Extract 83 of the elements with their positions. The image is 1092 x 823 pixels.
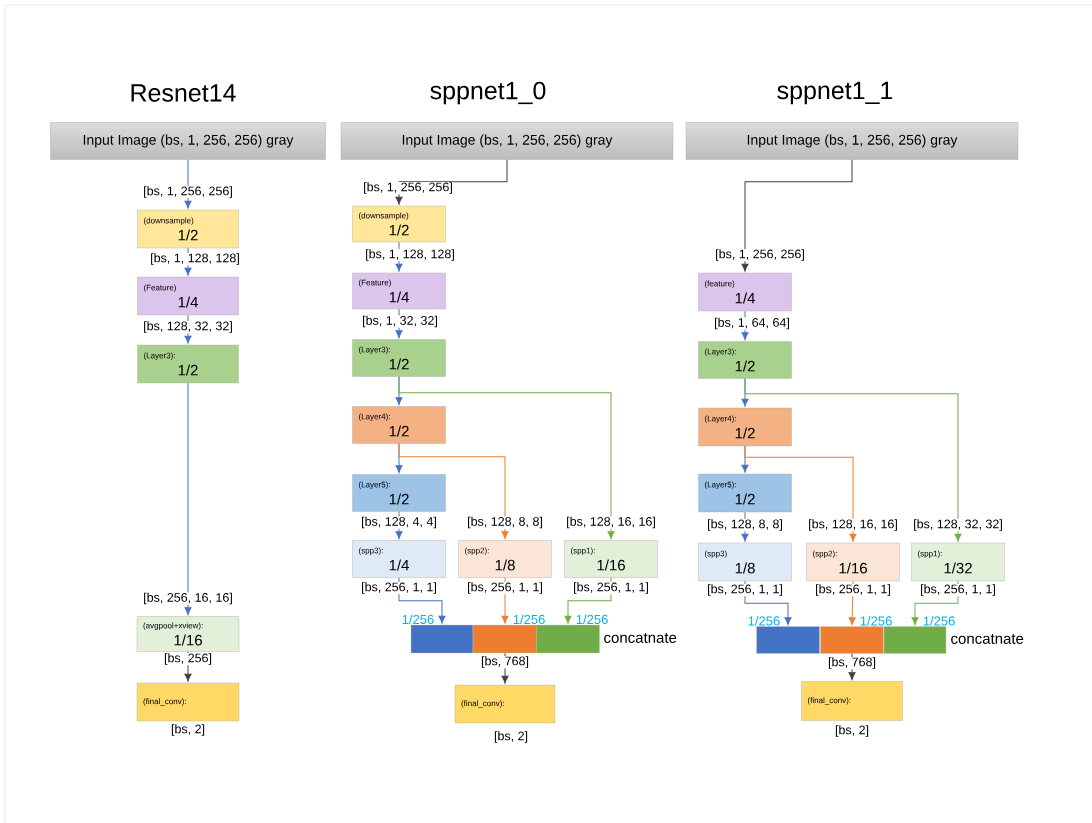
- layer-box: (Layer4): 1/2: [698, 407, 792, 447]
- concat-segment: [472, 624, 538, 654]
- layer-box: (avgpool+xview): 1/16: [136, 616, 240, 652]
- layer-box: (Layer3): 1/2: [352, 339, 446, 377]
- arrow: [398, 443, 509, 540]
- input-box: Input Image (bs, 1, 256, 256) gray: [340, 122, 674, 160]
- edge-label: 1/256: [401, 613, 435, 625]
- concat-segment: [883, 626, 947, 654]
- shape-label: [bs, 256, 16, 16]: [142, 592, 234, 605]
- layer-box: (spp1): 1/16: [564, 540, 658, 578]
- edge-label: 1/256: [575, 613, 609, 625]
- shape-label: [bs, 128, 16, 16]: [807, 518, 899, 532]
- arrow: [564, 577, 612, 624]
- arrow: [395, 159, 508, 205]
- concat-segment: [820, 626, 884, 654]
- layer-box: (Layer5): 1/2: [352, 474, 446, 512]
- input-box: Input Image (bs, 1, 256, 256) gray: [685, 122, 1019, 160]
- shape-label: [bs, 256, 1, 1]: [572, 581, 650, 595]
- shape-label: [bs, 128, 16, 16]: [565, 516, 657, 529]
- arrow: [744, 445, 857, 542]
- shape-label: [bs, 1, 256, 256]: [142, 185, 234, 199]
- shape-label: [bs, 2]: [493, 730, 529, 744]
- edge-label: 1/256: [512, 613, 546, 625]
- layer-box: (feature) 1/4: [698, 272, 792, 312]
- shape-label: [bs, 128, 4, 4]: [360, 516, 438, 529]
- layer-box: (Layer3): 1/2: [137, 344, 239, 384]
- input-box: Input Image (bs, 1, 256, 256) gray: [50, 122, 326, 160]
- shape-label: [bs, 1, 256, 256]: [714, 248, 806, 262]
- shape-label: [bs, 2]: [170, 723, 206, 737]
- shape-label: [bs, 128, 8, 8]: [706, 518, 784, 532]
- shape-label: [bs, 256, 1, 1]: [360, 581, 438, 595]
- concat-segment: [536, 624, 600, 654]
- shape-label: [bs, 2]: [834, 724, 870, 738]
- shape-label: [bs, 1, 32, 32]: [361, 315, 439, 328]
- shape-label: [bs, 256]: [163, 652, 213, 666]
- layer-box: (Layer4): 1/2: [352, 406, 446, 444]
- shape-label: [bs, 128, 32, 32]: [912, 518, 1004, 532]
- shape-label: concatnate: [603, 632, 678, 644]
- shape-label: [bs, 1, 128, 128]: [364, 248, 456, 262]
- layer-box: (Layer3): 1/2: [698, 341, 792, 379]
- layer-box: (spp3) 1/8: [698, 542, 792, 582]
- shape-label: [bs, 768]: [827, 656, 877, 670]
- layer-box: (downsample) 1/2: [137, 209, 239, 249]
- edge-label: 1/256: [747, 615, 781, 627]
- arrow: [184, 247, 192, 276]
- shape-label: [bs, 256, 1, 1]: [814, 583, 892, 597]
- arrow: [741, 159, 853, 272]
- layer-box: (final_conv):: [136, 682, 240, 722]
- edge-label: 1/256: [922, 615, 956, 627]
- layer-box: (final_conv):: [801, 681, 903, 721]
- shape-label: [bs, 1, 128, 128]: [149, 252, 241, 266]
- arrow: [848, 653, 856, 681]
- layer-box: (spp2): 1/8: [458, 540, 552, 578]
- arrow: [184, 651, 192, 682]
- arrow: [398, 376, 615, 540]
- layer-box: (spp3): 1/4: [352, 540, 446, 578]
- arrow: [744, 378, 962, 542]
- shape-label: [bs, 256, 1, 1]: [706, 583, 784, 597]
- shape-label: [bs, 1, 64, 64]: [713, 317, 791, 330]
- edge-label: 1/256: [859, 615, 893, 627]
- layer-box: (final_conv):: [454, 684, 556, 724]
- arrow: [395, 241, 403, 272]
- concat-segment: [756, 626, 820, 654]
- shape-label: [bs, 256, 1, 1]: [466, 581, 544, 595]
- shape-label: [bs, 128, 8, 8]: [466, 516, 544, 529]
- arrow: [395, 511, 403, 540]
- shape-label: [bs, 1, 256, 256]: [362, 181, 454, 195]
- layer-box: (Layer5): 1/2: [698, 473, 792, 513]
- arrow: [398, 577, 446, 624]
- layer-box: (downsample) 1/2: [352, 205, 446, 243]
- concat-segment: [410, 624, 474, 654]
- layer-box: (spp1): 1/32: [911, 542, 1005, 582]
- shape-label: [bs, 768]: [480, 655, 530, 669]
- layer-box: (Feature) 1/4: [137, 276, 239, 316]
- arrow: [184, 314, 192, 344]
- shape-label: [bs, 128, 32, 32]: [142, 320, 234, 334]
- layer-box: (Feature) 1/4: [352, 272, 446, 310]
- arrow: [501, 652, 509, 684]
- layer-box: (spp2): 1/16: [806, 542, 900, 582]
- arrow: [741, 511, 749, 542]
- arrow: [184, 382, 192, 616]
- shape-label: concatnate: [950, 633, 1025, 645]
- shape-label: [bs, 256, 1, 1]: [919, 583, 997, 597]
